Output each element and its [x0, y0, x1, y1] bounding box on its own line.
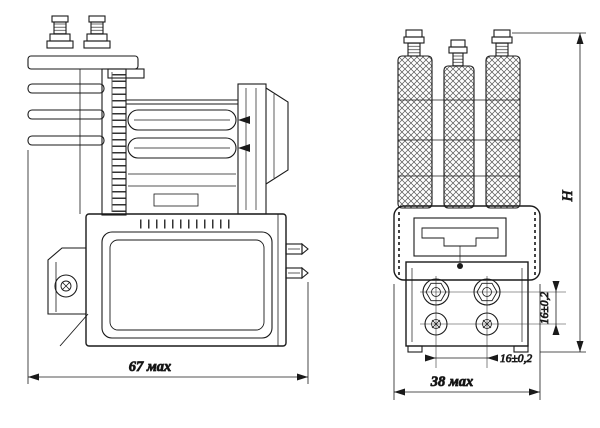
- fin: [27, 135, 105, 146]
- side-screws: [285, 242, 309, 280]
- screw-core: [431, 319, 441, 329]
- side-view: [27, 15, 309, 347]
- coil-inner: [109, 239, 265, 331]
- front-case: [393, 205, 541, 281]
- terminal-screw: [475, 312, 499, 336]
- dim-label-pitch-horizontal: 16±0,2: [500, 353, 532, 365]
- screw-slot: [61, 281, 71, 291]
- dimension-height: Н: [512, 32, 586, 353]
- fin: [27, 109, 105, 120]
- dimensions: 67 мах 38 мах Н 16±0,2: [27, 32, 586, 400]
- foot: [407, 345, 423, 353]
- dimension-front-width: 38 мах: [393, 284, 541, 400]
- contact-bar: [127, 137, 237, 159]
- ratchet-column: [101, 68, 127, 216]
- foot-chamfer: [59, 313, 89, 347]
- mounting-bracket: [47, 247, 89, 347]
- side-screw-tip: [301, 242, 309, 256]
- stud-thread: [407, 42, 421, 57]
- hex-head: [425, 282, 447, 302]
- bolt-stud: [90, 21, 104, 35]
- bracket-screw-core: [60, 280, 72, 292]
- post-left: [397, 55, 433, 209]
- arrowhead: [487, 354, 498, 362]
- window-step: [421, 227, 499, 247]
- arrowhead: [297, 373, 308, 381]
- screw-core: [482, 287, 492, 297]
- arrowhead: [394, 388, 405, 396]
- post-right: [485, 55, 521, 209]
- terminal-block: [405, 261, 566, 368]
- arrowhead: [552, 281, 560, 292]
- dimension-side-width: 67 мах: [27, 150, 309, 384]
- dimension-pitch-vertical: 16±0,2: [539, 281, 560, 335]
- post-middle: [443, 65, 475, 209]
- body-outline: [85, 213, 287, 347]
- column-outline: [101, 68, 127, 216]
- insulator-posts: [397, 55, 521, 209]
- fin: [27, 83, 105, 94]
- bolt-stud: [53, 21, 67, 35]
- reference-dot: [457, 263, 463, 269]
- arrowhead: [576, 341, 584, 352]
- dimension-pitch-horizontal: 16±0,2: [425, 353, 533, 365]
- fin-top-plate: [27, 55, 139, 70]
- top-terminal-screws: [46, 15, 111, 49]
- terminal-screw: [424, 312, 448, 336]
- dim-label-front-width: 38 мах: [430, 374, 474, 390]
- stud-thread: [452, 52, 464, 67]
- coil-body: [85, 213, 287, 347]
- stud-thread: [495, 42, 509, 57]
- bolt-collar: [83, 40, 111, 49]
- foot: [513, 345, 529, 353]
- contact-bar: [127, 109, 237, 131]
- arrowhead: [552, 324, 560, 335]
- case-outline: [393, 205, 541, 281]
- screw-core: [482, 319, 492, 329]
- dim-label-side-width: 67 мах: [129, 359, 172, 375]
- angled-flange: [265, 87, 289, 185]
- arrowhead: [28, 373, 39, 381]
- coil-outline: [101, 231, 273, 339]
- stack-spacer: [153, 193, 199, 207]
- terminal-screw: [422, 278, 450, 306]
- front-terminal-studs: [403, 29, 513, 67]
- screw-slot: [431, 319, 441, 329]
- bolt-collar: [46, 40, 74, 49]
- block-outline: [405, 261, 529, 347]
- hex-head: [476, 282, 498, 302]
- arrowhead: [529, 388, 540, 396]
- bracket-screw-head: [54, 274, 78, 298]
- screw-slot: [482, 319, 492, 329]
- contact-springs: [126, 99, 250, 207]
- dim-label-height: Н: [560, 189, 576, 202]
- arrowhead: [425, 354, 436, 362]
- side-screw-tip: [301, 266, 309, 280]
- front-view: [393, 29, 566, 368]
- contact-tip-arrow: [238, 116, 250, 124]
- screw-core: [431, 287, 441, 297]
- arrowhead: [576, 33, 584, 44]
- terminal-screw: [473, 278, 501, 306]
- contact-tip-arrow: [238, 144, 250, 152]
- dim-label-pitch-vertical: 16±0,2: [539, 292, 551, 324]
- heatsink-fins: [27, 55, 145, 214]
- bracket-outline: [47, 247, 86, 315]
